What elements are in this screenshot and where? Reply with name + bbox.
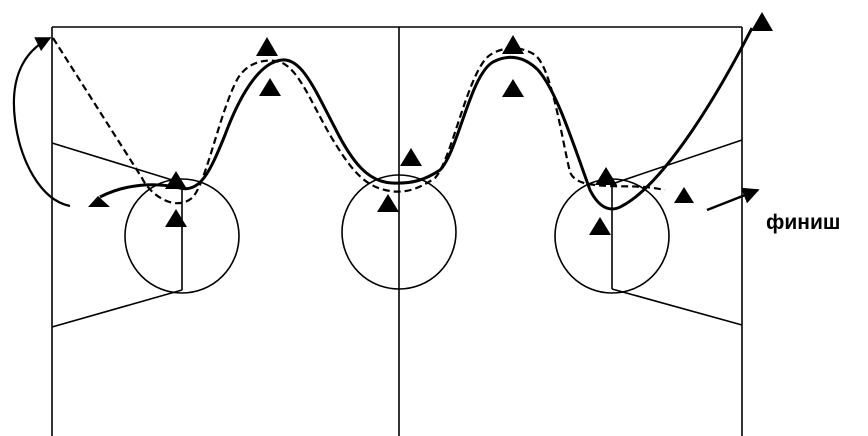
left-free-throw-circle: [124, 178, 240, 294]
finish-label: финиш: [766, 211, 841, 234]
triangle-cone-icon: [400, 148, 422, 166]
triangle-cone-icon: [502, 35, 524, 54]
triangle-cone-icon: [595, 167, 617, 185]
finish-arrow: [706, 187, 760, 212]
triangle-cone-icon: [751, 12, 773, 31]
triangle-cone-icon: [256, 37, 278, 56]
triangle-cone-icon: [502, 79, 524, 97]
triangle-cone-icon: [165, 209, 187, 227]
right-lane-top: [611, 139, 743, 185]
solid-path: [99, 27, 754, 211]
triangle-cone-icon: [88, 196, 110, 207]
triangle-cone-icon: [589, 217, 611, 235]
court-lines: [51, 26, 743, 436]
dashed-path: [52, 37, 666, 205]
center-circle: [341, 174, 457, 290]
triangle-cone-icon: [674, 187, 694, 203]
triangle-cone-icon: [165, 171, 187, 189]
right-lane-bottom: [611, 288, 743, 326]
return-arrow: [12, 37, 71, 208]
triangle-cone-icon: [377, 194, 399, 212]
triangle-cone-icon: [259, 78, 281, 96]
cones: [88, 12, 773, 235]
left-lane-bottom: [51, 289, 183, 328]
left-lane-top: [51, 142, 183, 184]
